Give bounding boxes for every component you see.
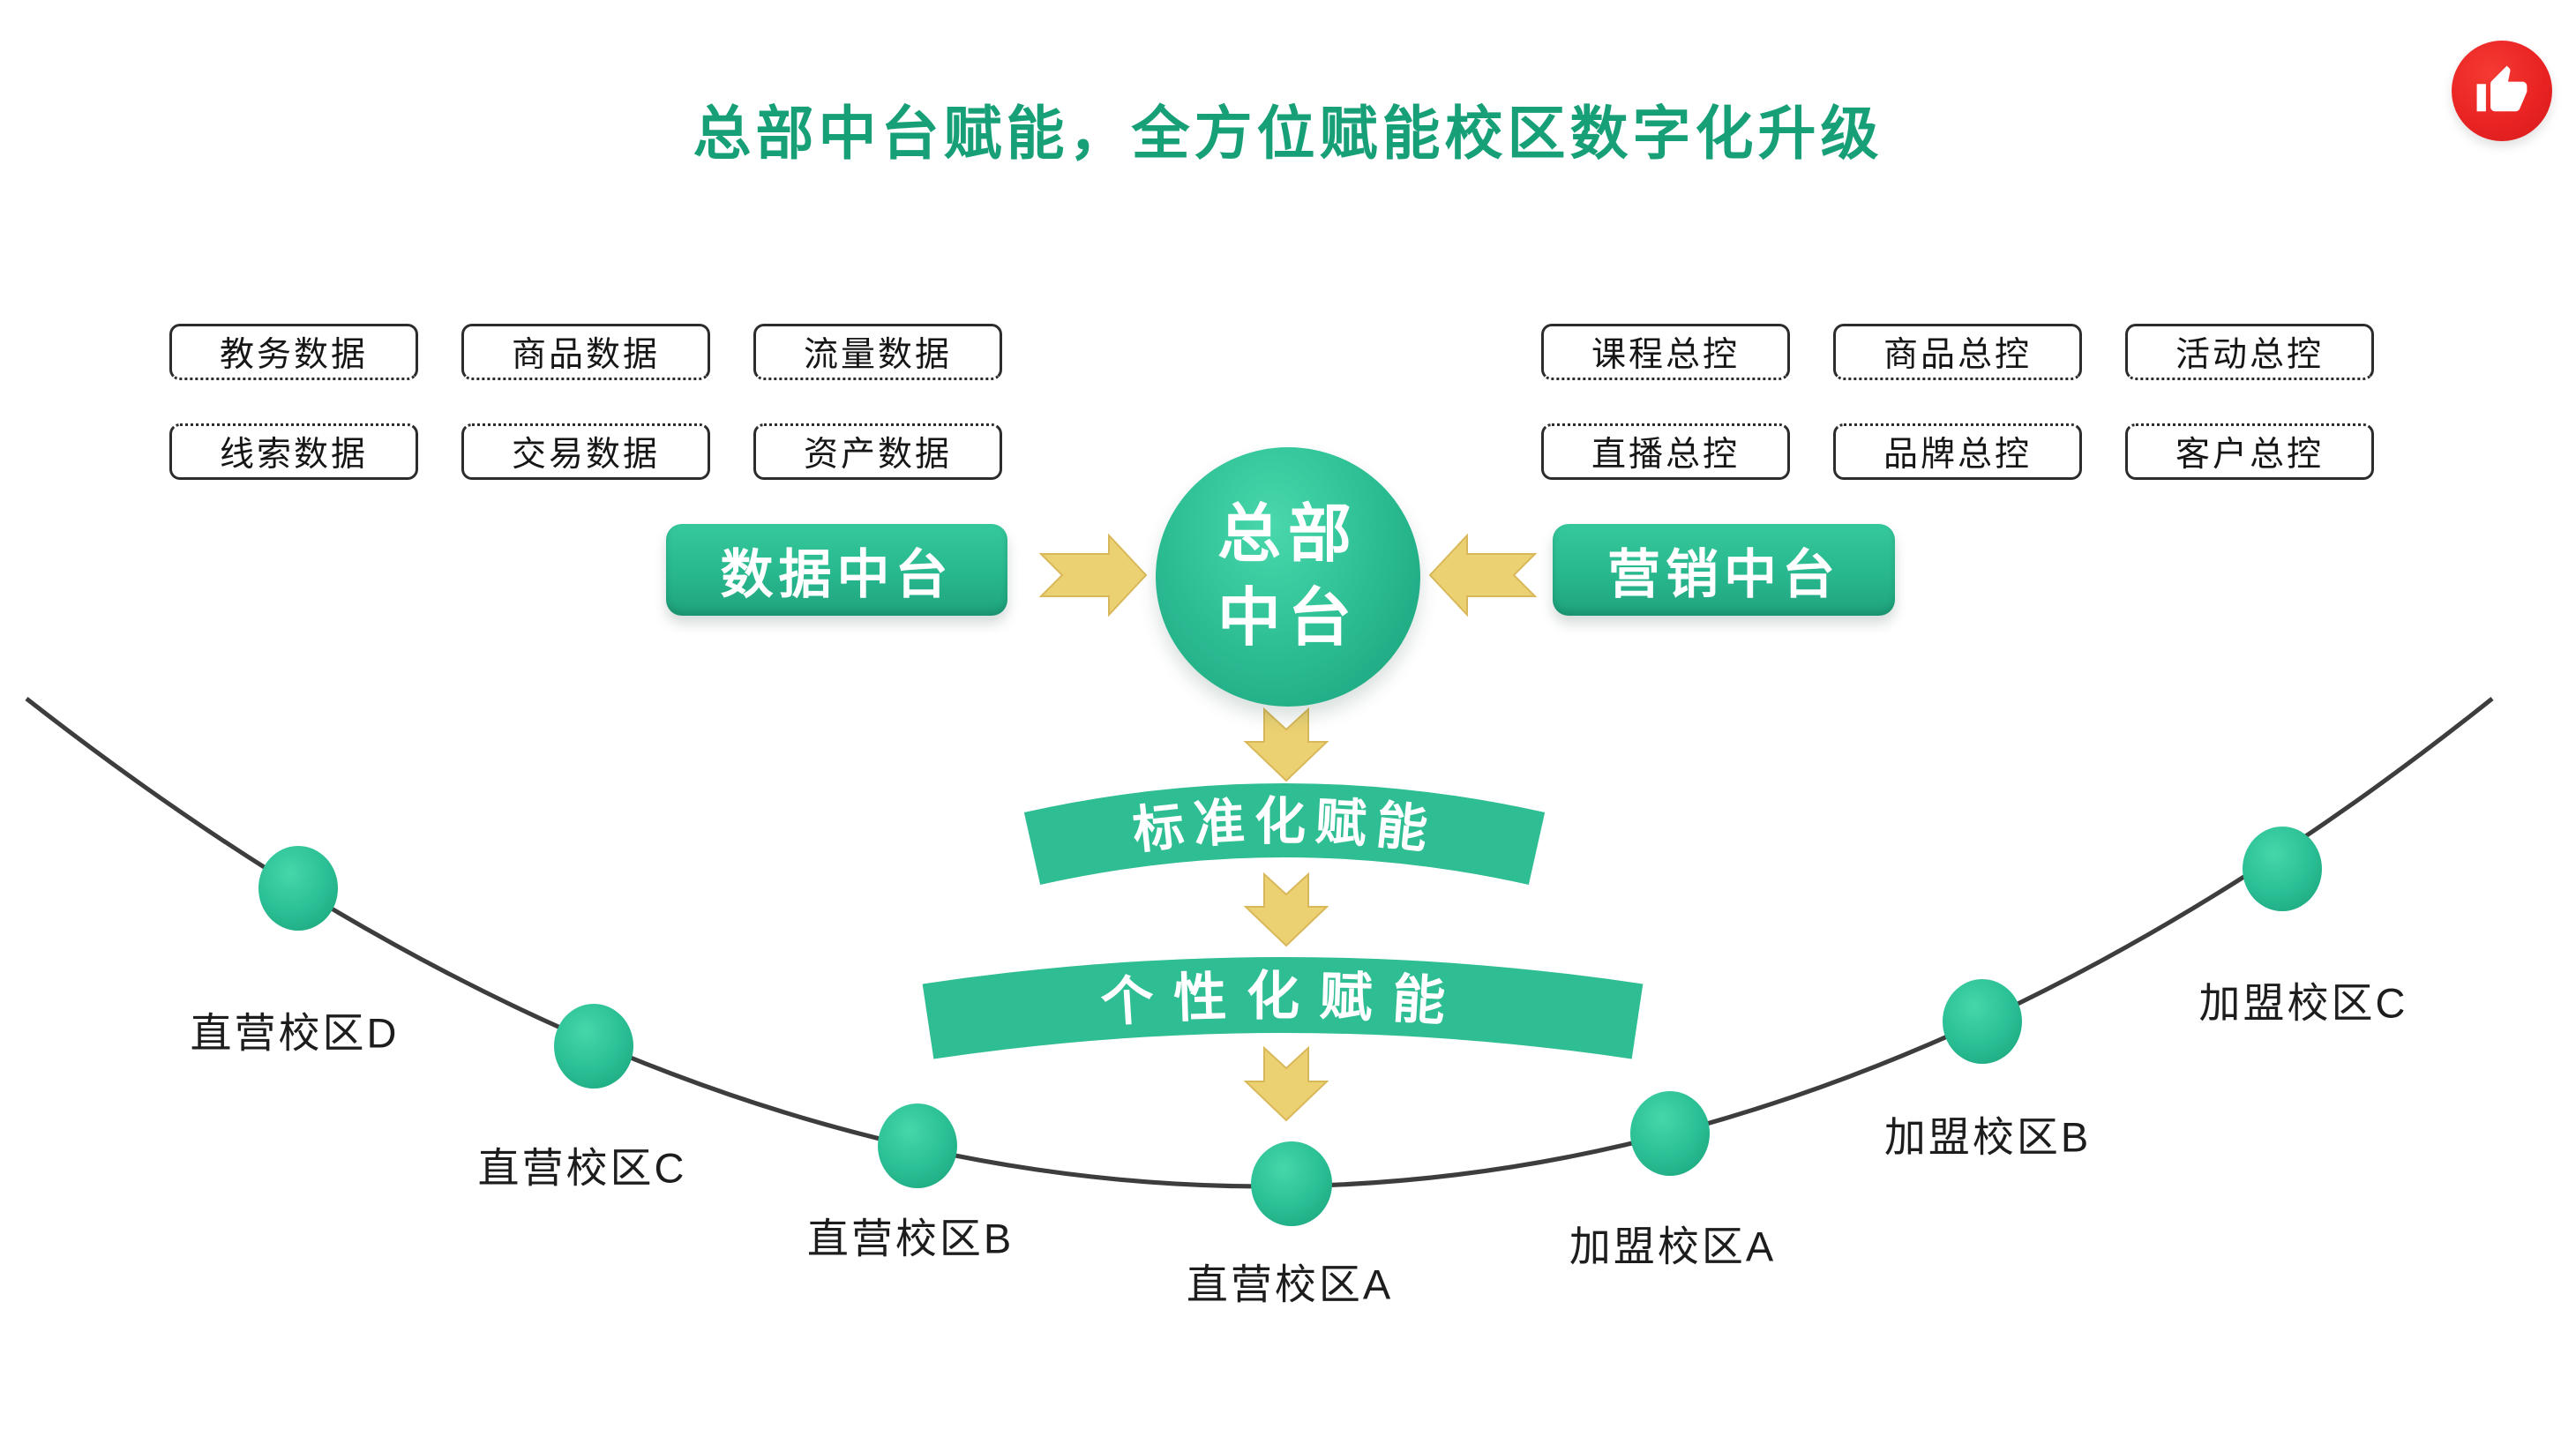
box-traffic-data: 流量数据: [753, 324, 1002, 380]
box-course-control: 课程总控: [1541, 324, 1790, 380]
standardization-band-text: 标准化赋能: [1130, 793, 1430, 860]
box-education-data: 教务数据: [169, 324, 418, 380]
campus-dot-franchise-a: [1630, 1091, 1710, 1176]
campus-dot-direct-c: [554, 1004, 633, 1089]
box-transaction-data: 交易数据: [461, 423, 710, 480]
box-brand-control: 品牌总控: [1833, 423, 2082, 480]
standardization-band-label: 标准化赋能: [1130, 793, 1439, 860]
box-product-control: 商品总控: [1833, 324, 2082, 380]
personalization-band-text: 个性化赋能: [1099, 967, 1447, 1032]
campus-label-franchise-b: 加盟校区B: [1883, 1113, 2092, 1161]
data-platform-pill: 数据中台: [666, 524, 1007, 616]
growth-curve: [25, 697, 2494, 1189]
standardization-band: [1023, 783, 1546, 885]
marketing-platform-pill: 营销中台: [1553, 524, 1895, 616]
box-activity-control: 活动总控: [2125, 324, 2374, 380]
campus-label-franchise-a: 加盟校区A: [1569, 1223, 1777, 1270]
campus-dot-direct-a: [1251, 1141, 1332, 1226]
campus-label-direct-c: 直营校区C: [477, 1144, 687, 1192]
campus-dot-franchise-b: [1943, 979, 2022, 1064]
box-livestream-control: 直播总控: [1541, 423, 1790, 480]
arrow-down-2-icon: [1243, 872, 1329, 947]
like-button[interactable]: [2452, 41, 2552, 141]
controls-grid: 课程总控 商品总控 活动总控 直播总控 品牌总控 客户总控: [1541, 324, 2374, 480]
box-asset-data: 资产数据: [753, 423, 1002, 480]
campus-label-franchise-c: 加盟校区C: [2198, 979, 2408, 1027]
campus-label-direct-a: 直营校区A: [1186, 1261, 1394, 1308]
campus-label-direct-b: 直营校区B: [806, 1215, 1015, 1262]
personalization-band-label: 个性化赋能: [1099, 967, 1466, 1032]
data-sources-grid: 教务数据 商品数据 流量数据 线索数据 交易数据 资产数据: [169, 324, 1002, 480]
arrow-right-icon: [1038, 533, 1148, 617]
box-customer-control: 客户总控: [2125, 423, 2374, 480]
box-product-data: 商品数据: [461, 324, 710, 380]
hq-platform-line1: 总部: [1217, 499, 1359, 570]
box-leads-data: 线索数据: [169, 423, 418, 480]
hq-platform-line2: 中台: [1217, 583, 1359, 654]
campus-dot-direct-d: [258, 846, 338, 931]
campus-dot-franchise-c: [2243, 827, 2322, 911]
page-title: 总部中台赋能，全方位赋能校区数字化升级: [693, 101, 1883, 166]
arrow-down-1-icon: [1243, 707, 1329, 782]
campus-label-direct-d: 直营校区D: [190, 1009, 400, 1057]
campus-dot-direct-b: [878, 1104, 957, 1188]
hq-platform-circle: 总部 中台: [1156, 447, 1420, 707]
arrow-down-3-icon: [1243, 1045, 1329, 1122]
thumbs-up-icon: [2476, 65, 2527, 112]
arrow-left-icon: [1428, 533, 1538, 617]
personalization-band: [922, 957, 1644, 1059]
